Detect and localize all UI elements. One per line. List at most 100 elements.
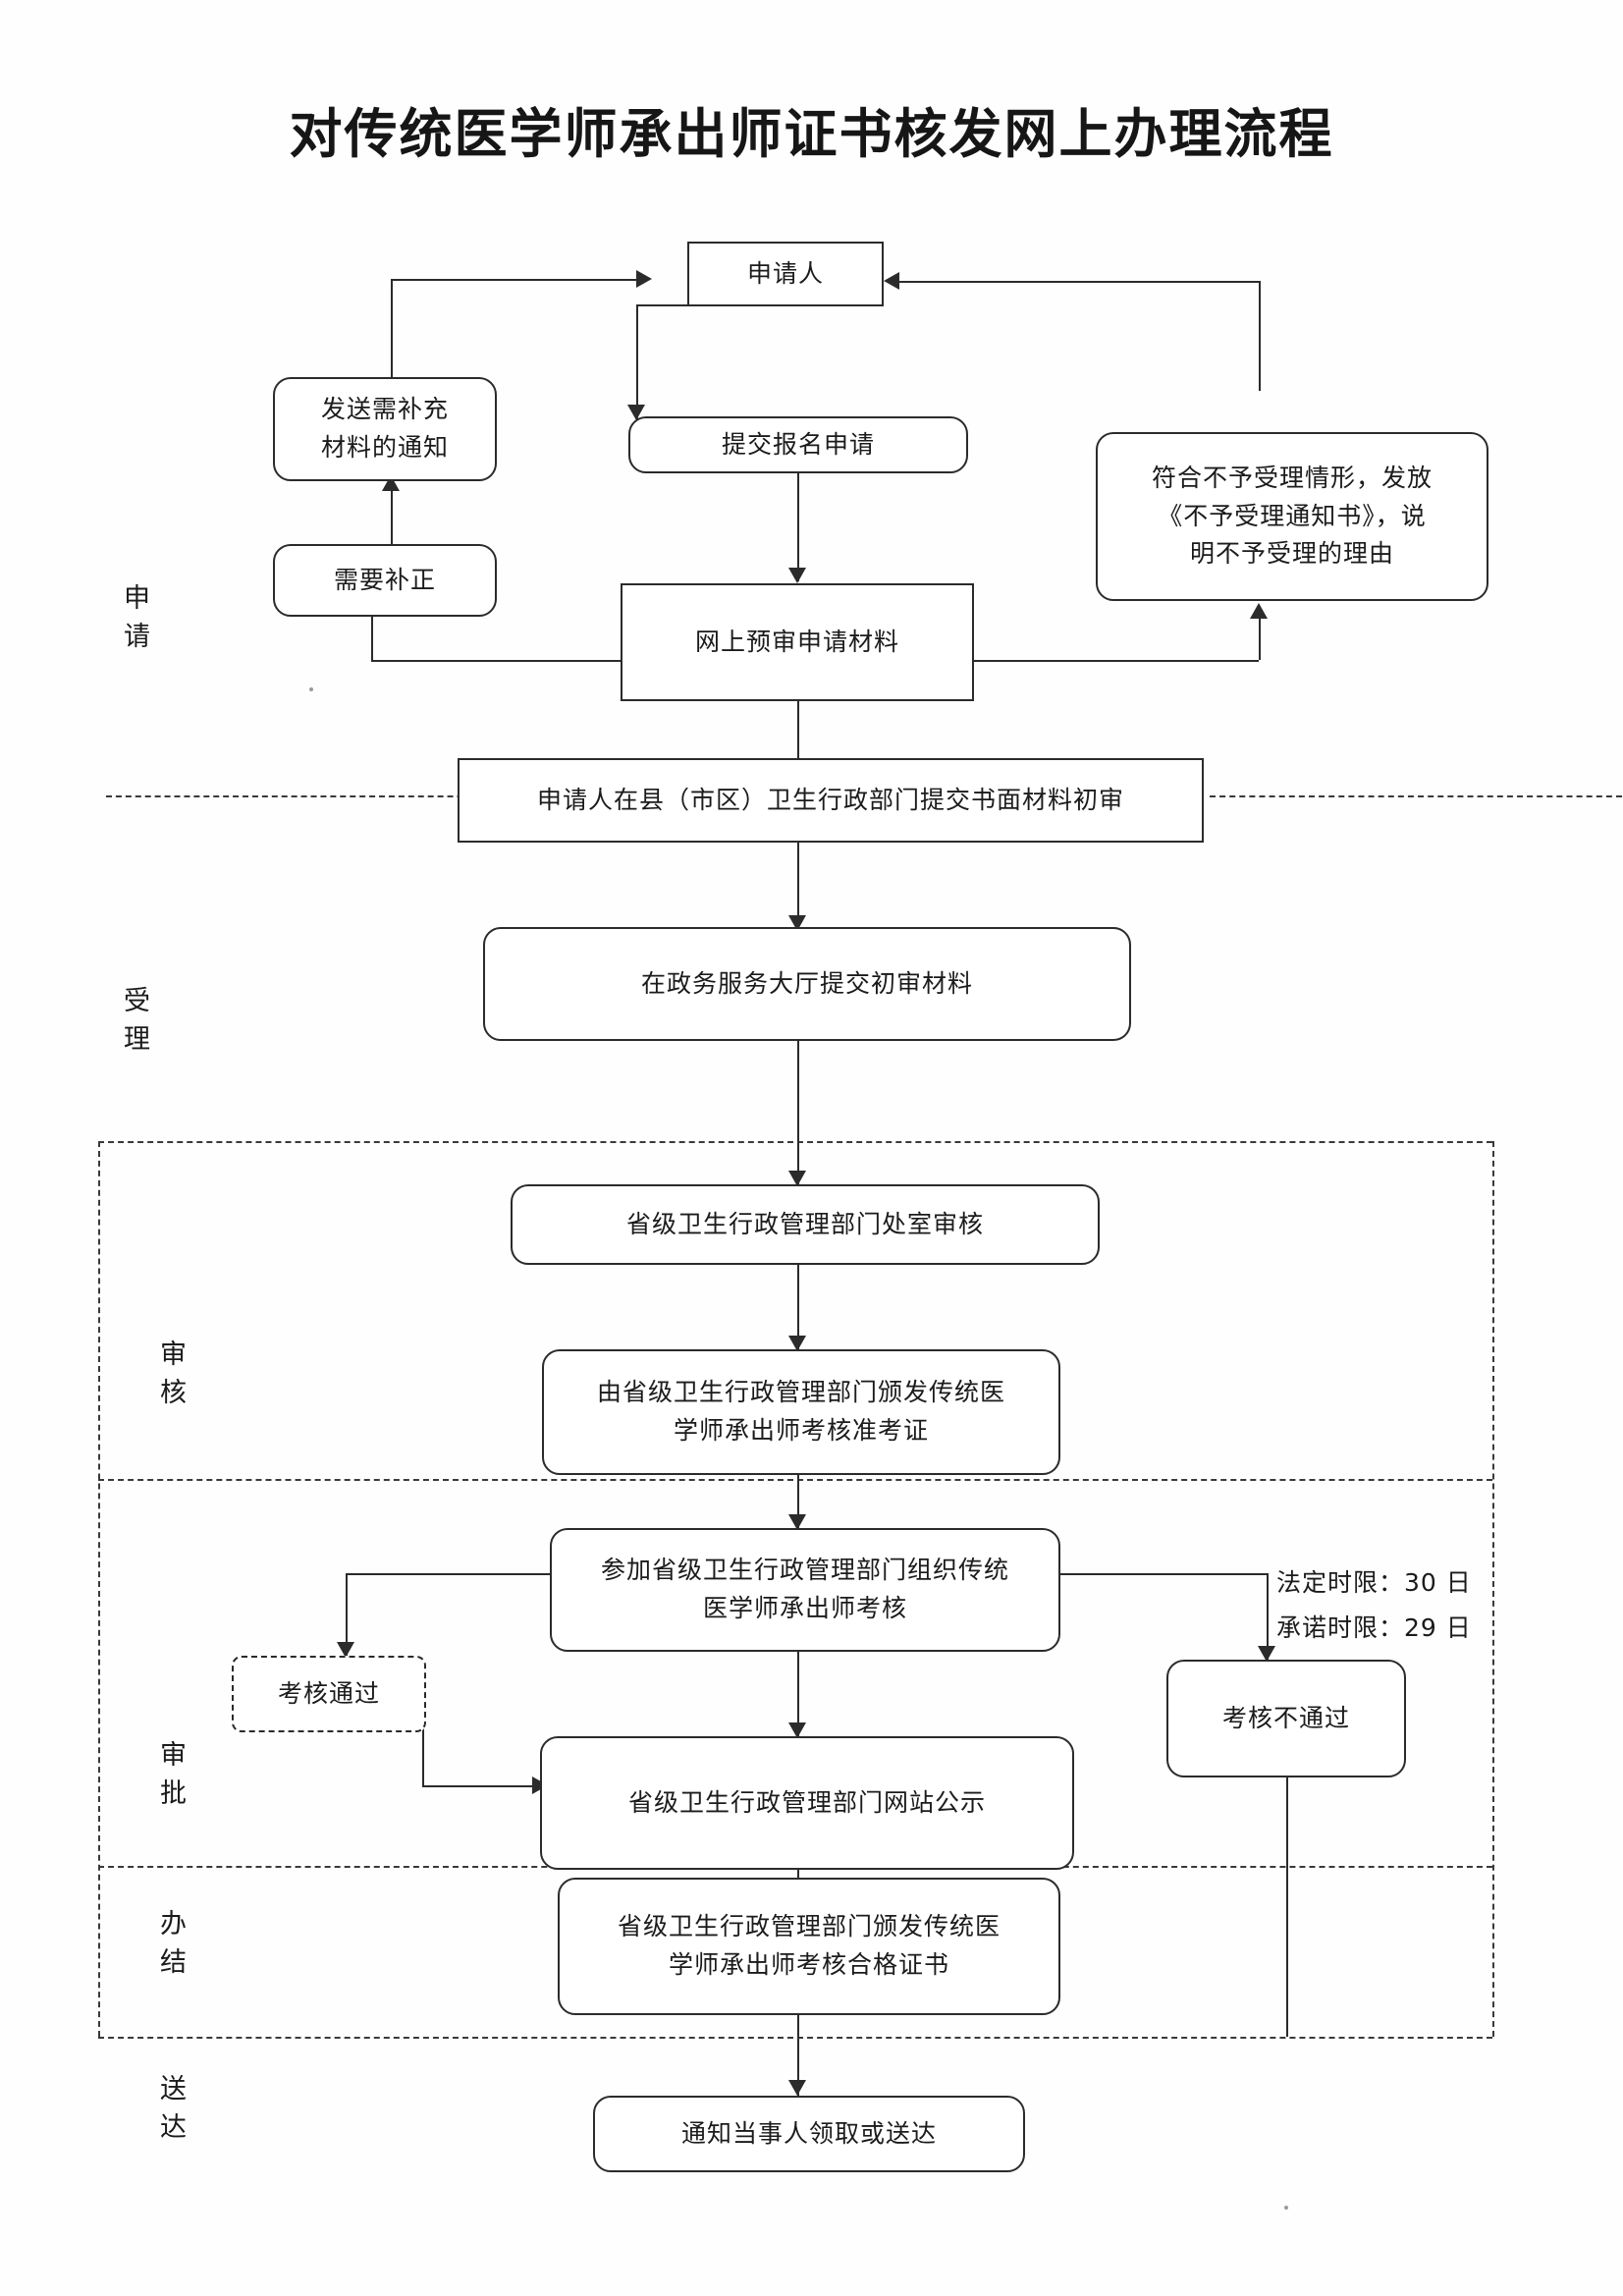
stage-label-apply-char-0: 申 xyxy=(124,583,151,614)
connector-failed-down xyxy=(1286,1777,1288,2037)
stage-label-apply-char-1: 请 xyxy=(124,622,151,653)
arrowhead-notify-delivery xyxy=(788,2080,806,2096)
connector-admit-to-exam xyxy=(797,1442,799,1528)
connector-hall-to-province xyxy=(797,1041,799,1184)
stage-label-close: 办 结 xyxy=(152,1905,195,1982)
connector-prereview-to-county xyxy=(797,701,799,807)
node-issue-certificate[interactable]: 省级卫生行政管理部门颁发传统医 学师承出师考核合格证书 xyxy=(558,1878,1060,2015)
arrowhead-exam-passed xyxy=(337,1642,354,1658)
node-reject-notice-line-1: 符合不予受理情形，发放 xyxy=(1151,463,1433,492)
connector-supplement-up xyxy=(391,279,393,377)
connector-prereview-to-reject-v xyxy=(1259,609,1261,660)
stage-label-approve-char-1: 批 xyxy=(160,1778,188,1810)
stage-label-review-char-1: 核 xyxy=(160,1378,188,1409)
connector-province-to-admit xyxy=(797,1265,799,1349)
annotation-statutory-limit: 法定时限：30 日 xyxy=(1276,1568,1472,1597)
connector-reject-to-applicant-h xyxy=(899,281,1261,283)
arrowhead-take-exam xyxy=(788,1514,806,1530)
node-hall-submit[interactable]: 在政务服务大厅提交初审材料 xyxy=(483,927,1131,1041)
node-exam-failed[interactable]: 考核不通过 xyxy=(1166,1660,1406,1777)
stage-label-review-char-0: 审 xyxy=(160,1339,188,1370)
connector-reject-up xyxy=(1259,281,1261,391)
node-exam-passed-label: 考核通过 xyxy=(277,1678,380,1708)
arrowhead-online-prereview xyxy=(788,568,806,583)
annotation-promised-limit: 承诺时限：29 日 xyxy=(1276,1613,1472,1642)
page-title: 对传统医学师承出师证书核发网上办理流程 xyxy=(289,102,1334,165)
lane-separator-close-deliver xyxy=(98,2037,1492,2039)
node-need-correction-label: 需要补正 xyxy=(333,565,436,594)
stage-label-close-char-0: 办 xyxy=(160,1909,188,1940)
connector-publicity-to-certificate xyxy=(797,1829,799,1923)
connector-passed-to-publicity-h xyxy=(422,1785,540,1787)
node-need-correction[interactable]: 需要补正 xyxy=(273,544,497,617)
node-notify-delivery-label: 通知当事人领取或送达 xyxy=(680,2118,937,2148)
node-supplement-notice[interactable]: 发送需补充 材料的通知 xyxy=(273,377,497,481)
node-online-prereview[interactable]: 网上预审申请材料 xyxy=(621,583,974,701)
connector-prereview-to-correction-h xyxy=(371,660,621,662)
scan-speck-2 xyxy=(1284,2206,1288,2210)
node-submit-application-label: 提交报名申请 xyxy=(721,429,875,459)
connector-exam-to-passed-h xyxy=(346,1573,550,1575)
node-county-paper-review[interactable]: 申请人在县（市区）卫生行政部门提交书面材料初审 xyxy=(458,758,1204,843)
node-province-dept-review[interactable]: 省级卫生行政管理部门处室审核 xyxy=(511,1184,1100,1265)
node-issue-certificate-line-2: 学师承出师考核合格证书 xyxy=(668,1950,949,1979)
node-submit-application[interactable]: 提交报名申请 xyxy=(628,416,968,473)
stage-label-deliver-char-0: 送 xyxy=(160,2074,188,2105)
arrowhead-province-review xyxy=(788,1171,806,1186)
connector-supplement-to-applicant-h xyxy=(391,279,638,281)
arrowhead-applicant-right xyxy=(884,272,899,290)
node-exam-failed-label: 考核不通过 xyxy=(1221,1703,1350,1732)
node-county-paper-review-label: 申请人在县（市区）卫生行政部门提交书面材料初审 xyxy=(536,785,1124,814)
node-notify-delivery[interactable]: 通知当事人领取或送达 xyxy=(593,2096,1025,2172)
node-reject-notice-line-2: 《不予受理通知书》，说 xyxy=(1158,501,1427,530)
node-exam-passed[interactable]: 考核通过 xyxy=(232,1656,426,1732)
node-take-exam-line-1: 参加省级卫生行政管理部门组织传统 xyxy=(600,1556,1009,1585)
arrowhead-exam-failed xyxy=(1258,1646,1275,1662)
stage-label-review: 审 核 xyxy=(152,1336,195,1412)
connector-applicant-to-submit-v xyxy=(636,304,638,420)
stage-label-approve: 审 批 xyxy=(152,1736,195,1813)
connector-exam-to-publicity xyxy=(797,1630,799,1736)
node-hall-submit-label: 在政务服务大厅提交初审材料 xyxy=(640,968,973,998)
node-reject-notice-line-3: 明不予受理的理由 xyxy=(1189,539,1394,569)
connector-prereview-to-reject-h xyxy=(974,660,1259,662)
stage-label-accept-char-1: 理 xyxy=(124,1024,151,1056)
lane-separator-apply-accept-left xyxy=(106,795,668,797)
connector-exam-to-failed-h xyxy=(1045,1573,1267,1575)
node-issue-admit-card[interactable]: 由省级卫生行政管理部门颁发传统医 学师承出师考核准考证 xyxy=(542,1349,1060,1475)
node-take-exam[interactable]: 参加省级卫生行政管理部门组织传统 医学师承出师考核 xyxy=(550,1528,1060,1652)
arrowhead-issue-admit-card xyxy=(788,1336,806,1351)
node-reject-notice[interactable]: 符合不予受理情形，发放 《不予受理通知书》，说 明不予受理的理由 xyxy=(1096,432,1488,601)
node-take-exam-line-2: 医学师承出师考核 xyxy=(702,1594,907,1622)
connector-correction-to-supplement xyxy=(391,481,393,544)
node-province-dept-review-label: 省级卫生行政管理部门处室审核 xyxy=(625,1209,984,1238)
node-issue-admit-card-line-1: 由省级卫生行政管理部门颁发传统医 xyxy=(596,1378,1005,1407)
node-online-prereview-label: 网上预审申请材料 xyxy=(694,627,899,656)
connector-prereview-to-correction-v xyxy=(371,597,373,660)
node-supplement-notice-line-2: 材料的通知 xyxy=(320,433,449,462)
arrowhead-reject-notice xyxy=(1250,603,1268,619)
lane-separator-accept-review xyxy=(98,1141,1492,1143)
scan-speck-1 xyxy=(309,687,313,691)
connector-passed-to-publicity-v xyxy=(422,1728,424,1787)
node-applicant[interactable]: 申请人 xyxy=(687,242,884,306)
node-supplement-notice-line-1: 发送需补充 xyxy=(320,395,449,424)
lane-frame-left xyxy=(98,1141,100,2037)
stage-label-accept: 受 理 xyxy=(116,982,159,1059)
lane-frame-right xyxy=(1492,1141,1494,2037)
node-website-publicity[interactable]: 省级卫生行政管理部门网站公示 xyxy=(540,1736,1074,1870)
node-issue-certificate-line-1: 省级卫生行政管理部门颁发传统医 xyxy=(617,1912,1001,1941)
connector-county-to-hall xyxy=(797,843,799,929)
connector-exam-to-failed-v xyxy=(1267,1573,1269,1660)
stage-label-close-char-1: 结 xyxy=(160,1947,188,1979)
stage-label-accept-char-0: 受 xyxy=(124,986,151,1016)
stage-label-approve-char-0: 审 xyxy=(160,1740,188,1771)
lane-separator-review-approve xyxy=(98,1479,1492,1481)
node-issue-admit-card-line-2: 学师承出师考核准考证 xyxy=(673,1416,929,1445)
arrowhead-applicant-left xyxy=(636,270,652,288)
stage-label-deliver-char-1: 达 xyxy=(160,2112,188,2144)
lane-separator-apply-accept-right xyxy=(1210,795,1622,797)
node-website-publicity-label: 省级卫生行政管理部门网站公示 xyxy=(627,1787,986,1817)
connector-certificate-to-notify xyxy=(797,1994,799,2100)
stage-label-apply: 申 请 xyxy=(116,579,159,656)
